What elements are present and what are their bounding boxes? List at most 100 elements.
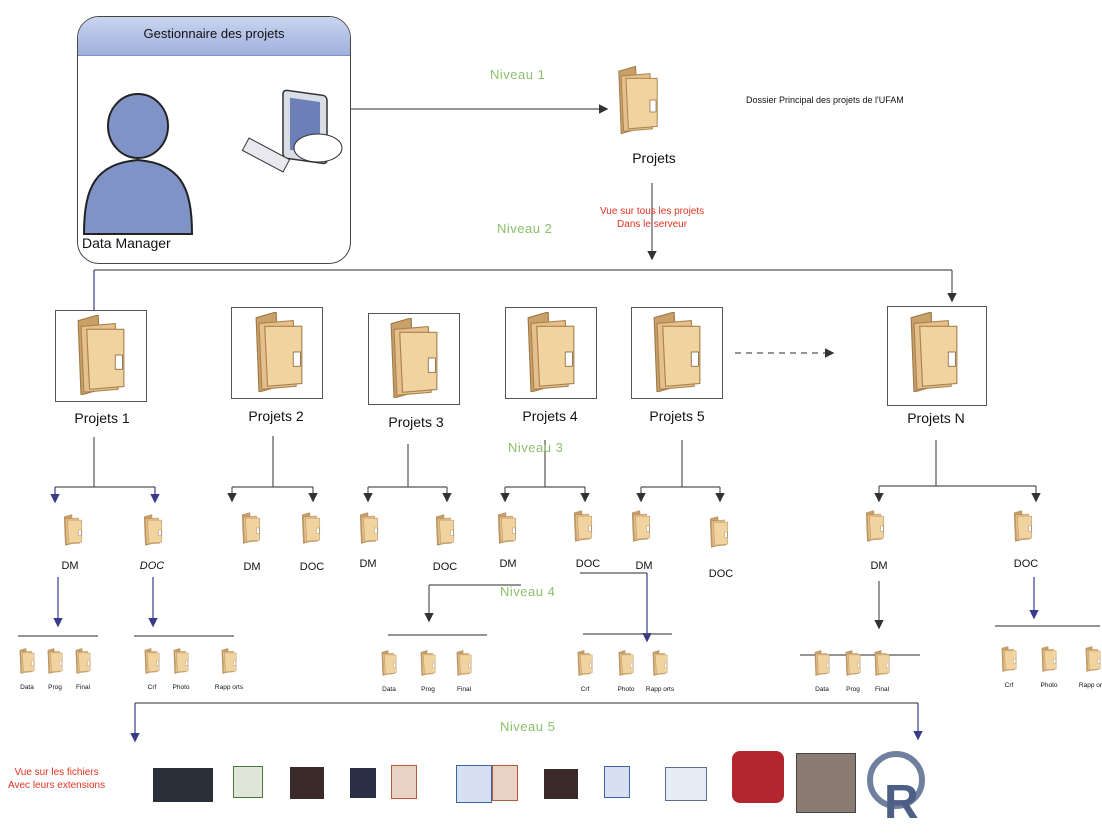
folder-icon[interactable] xyxy=(419,646,437,685)
project-icon xyxy=(665,767,707,801)
folder-icon[interactable] xyxy=(1000,642,1018,681)
file-folder-label: Final xyxy=(456,686,472,693)
subfolder-label: DM xyxy=(499,558,517,570)
folder-icon[interactable] xyxy=(250,311,308,397)
files-annotation-line-2: Avec leurs extensions xyxy=(8,780,106,791)
folder-icon[interactable] xyxy=(1040,642,1058,681)
folder-icon[interactable] xyxy=(648,311,706,397)
level-1-label: Niveau 1 xyxy=(490,67,546,82)
file-folder-label: Crf xyxy=(580,686,590,693)
project-label: Projets 4 xyxy=(522,408,578,424)
folder-icon[interactable] xyxy=(220,644,238,683)
folder-icon[interactable] xyxy=(522,311,580,397)
folder-icon[interactable] xyxy=(617,646,635,685)
folder-icon[interactable] xyxy=(651,646,669,685)
computer-icon xyxy=(241,89,343,173)
folder-icon[interactable] xyxy=(844,646,862,685)
level-2-label: Niveau 2 xyxy=(497,221,553,236)
subfolder-label: DOC xyxy=(139,560,165,572)
folder-icon[interactable] xyxy=(72,314,130,400)
powerpoint-icon xyxy=(492,765,518,801)
epidata-icon xyxy=(290,767,324,799)
file-folder-label: Final xyxy=(75,684,91,691)
folder-icon[interactable] xyxy=(300,510,322,551)
excel-icon xyxy=(233,766,263,798)
file-folder-label: Rapp orts xyxy=(214,684,244,691)
manager-role: Data Manager xyxy=(82,235,171,251)
project-label: Projets 2 xyxy=(248,408,304,424)
folder-icon[interactable] xyxy=(172,644,190,683)
folder-icon[interactable] xyxy=(496,510,518,551)
project-label: Projets 5 xyxy=(649,408,705,424)
book-icon xyxy=(796,753,856,813)
word-icon xyxy=(604,766,630,798)
access-icon xyxy=(732,751,784,803)
subfolder-label: DM xyxy=(635,560,653,572)
project-label: Projets N xyxy=(907,410,965,426)
folder-icon[interactable] xyxy=(434,512,456,553)
folder-icon[interactable] xyxy=(630,508,652,549)
folder-icon[interactable] xyxy=(864,508,886,549)
subfolder-label: DOC xyxy=(299,561,325,573)
root-annotation: Vue sur tous les projets Dans le serveur xyxy=(600,205,704,231)
file-folder-label: Crf xyxy=(147,684,157,691)
file-folder-label: Photo xyxy=(172,684,190,691)
r-icon: R xyxy=(866,750,926,829)
epidata-icon xyxy=(544,769,578,799)
root-annotation-line-2: Dans le serveur xyxy=(617,219,688,230)
folder-icon[interactable] xyxy=(62,512,84,553)
subfolder-label: DOC xyxy=(575,558,601,570)
project-label: Projets 1 xyxy=(74,410,130,426)
file-folder-label: Prog xyxy=(421,686,435,693)
level-3-label: Niveau 3 xyxy=(508,440,564,455)
file-folder-label: Photo xyxy=(617,686,635,693)
subfolder-label: DOC xyxy=(708,568,734,580)
file-folder-label: Data xyxy=(815,686,829,693)
manager-panel: Gestionnaire des projets Data Manager xyxy=(77,16,351,264)
files-annotation: Vue sur les fichiers Avec leurs extensio… xyxy=(8,766,105,792)
root-annotation-line-1: Vue sur tous les projets xyxy=(600,206,705,217)
manager-title: Gestionnaire des projets xyxy=(78,17,350,56)
spss-icon xyxy=(350,768,376,798)
subfolder-label: DM xyxy=(61,560,79,572)
folder-icon[interactable] xyxy=(1012,508,1034,549)
root-folder-label: Projets xyxy=(632,150,676,166)
folder-icon[interactable] xyxy=(576,646,594,685)
folder-icon[interactable] xyxy=(385,317,443,403)
file-folder-label: Data xyxy=(382,686,396,693)
folder-icon[interactable] xyxy=(142,512,164,553)
file-folder-label: Rapp orts xyxy=(645,686,675,693)
folder-icon[interactable] xyxy=(74,644,92,683)
folder-icon[interactable] xyxy=(614,55,662,150)
subfolder-label: DM xyxy=(359,558,377,570)
folder-icon[interactable] xyxy=(143,644,161,683)
folder-icon[interactable] xyxy=(455,646,473,685)
powerpoint-icon xyxy=(391,765,417,799)
folder-icon[interactable] xyxy=(358,510,380,551)
files-annotation-line-1: Vue sur les fichiers xyxy=(14,767,99,778)
folder-icon[interactable] xyxy=(380,646,398,685)
folder-icon[interactable] xyxy=(873,646,891,685)
folder-icon[interactable] xyxy=(1084,642,1102,681)
svg-text:R: R xyxy=(884,776,919,828)
file-folder-label: Prog xyxy=(846,686,860,693)
folder-icon[interactable] xyxy=(708,514,730,555)
file-folder-label: Photo xyxy=(1040,682,1058,689)
manager-illustration xyxy=(82,89,343,235)
level-4-label: Niveau 4 xyxy=(500,584,556,599)
folder-icon[interactable] xyxy=(240,510,262,551)
user-icon xyxy=(82,93,194,235)
folder-icon[interactable] xyxy=(46,644,64,683)
file-folder-label: Rapp orts xyxy=(1078,682,1102,689)
connector-lines xyxy=(18,104,1100,743)
subfolder-label: DOC xyxy=(1013,558,1039,570)
word-icon xyxy=(456,765,492,803)
subfolder-label: DOC xyxy=(432,561,458,573)
folder-icon[interactable] xyxy=(18,644,36,683)
folder-icon[interactable] xyxy=(572,508,594,549)
folder-icon[interactable] xyxy=(813,646,831,685)
subfolder-label: DM xyxy=(243,561,261,573)
level-5-label: Niveau 5 xyxy=(500,719,556,734)
folder-icon[interactable] xyxy=(905,311,963,397)
